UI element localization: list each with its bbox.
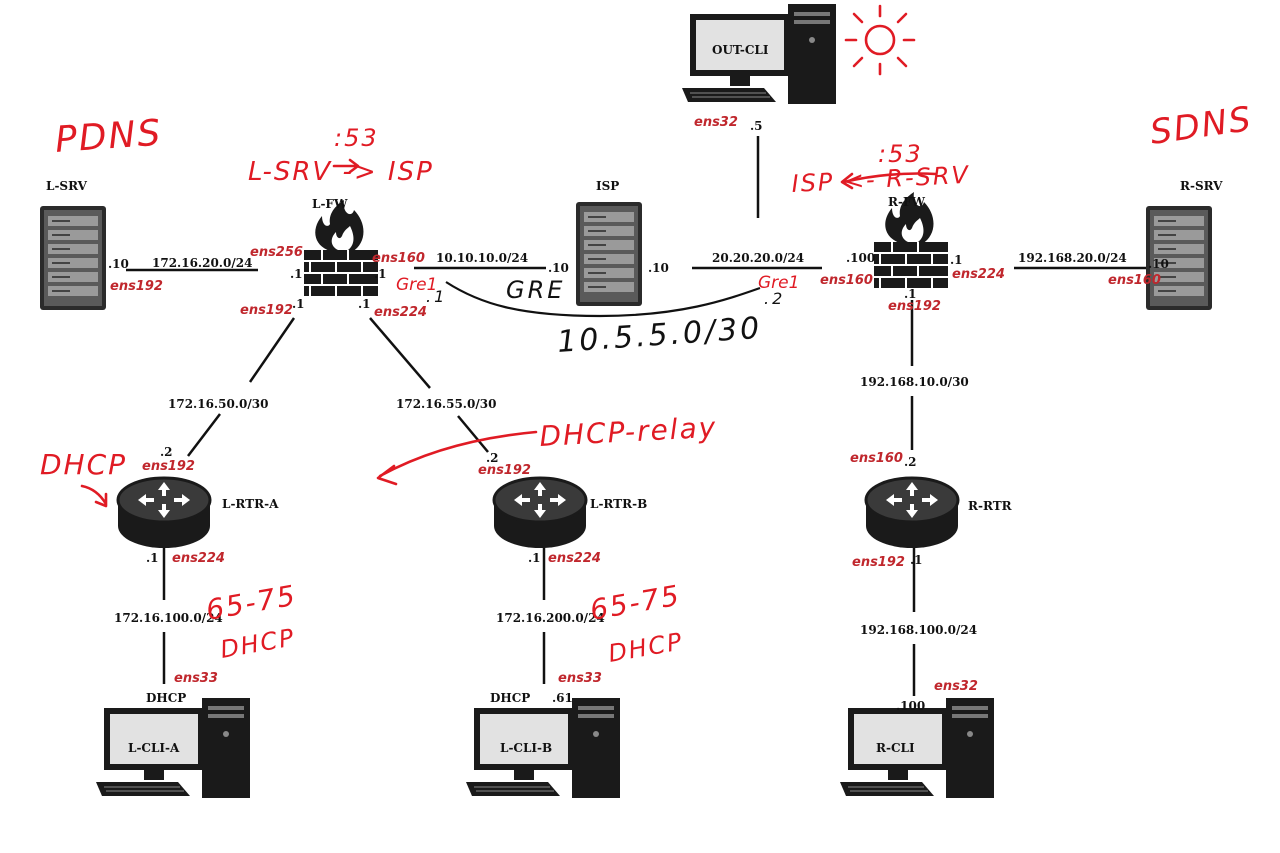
ifc-clia-ens33: ens33 [174,671,218,686]
l-fw-firewall-icon [303,199,379,297]
addr-rfw-right: .1 [950,253,963,267]
net-lfw-isp: 10.10.10.0/24 [436,251,528,265]
arrow-icon [376,430,538,486]
ifc-lfw-ens224: ens224 [374,305,427,320]
ifc-rsrv: ens160 [1108,273,1161,288]
l-rtr-a-router-icon [116,476,212,550]
addr-rcli: .100 [896,699,925,713]
ifc-rtra-ens192: ens192 [142,459,195,474]
net-lfw-rtrb: 172.16.55.0/30 [396,397,496,411]
net-rtra-clia: 172.16.100.0/24 [114,611,223,625]
annotation-port-right: :53 [878,140,923,168]
ifc-rtrb-ens192: ens192 [478,463,531,478]
sun-icon [844,4,916,76]
r-cli-desktop-pc-icon [839,697,995,799]
node-label-isp: ISP [596,179,619,193]
addr-rrtr-bottom: .1 [910,553,923,567]
annotation-range-b-dhcp: DHCP [606,627,685,668]
annotation-range-a-dhcp: DHCP [218,623,297,664]
node-label-out-cli: OUT-CLI [712,43,769,57]
ifc-rrtr-ens192: ens192 [852,555,905,570]
addr-rsrv: .10 [1148,257,1169,271]
gre-tunnel-curve [445,281,761,318]
ifc-rfw-ens224: ens224 [952,267,1005,282]
annotation-gre-left-ip: .1 [426,287,447,306]
node-label-r-cli: R-CLI [876,741,915,755]
ifc-clib-ens33: ens33 [558,671,602,686]
ifc-out-cli: ens32 [694,115,738,130]
addr-rtrb-top: .2 [486,451,499,465]
r-rtr-router-icon [864,476,960,550]
net-rfw-rsrv: 192.168.20.0/24 [1018,251,1127,265]
annotation-port-left: :53 [334,124,379,152]
annotation-dhcp-relay: DHCP-relay [539,411,718,453]
annotation-range-a: 65-75 [203,579,299,627]
annotation-range-b: 65-75 [587,579,683,627]
addr-rtra-top: .2 [160,445,173,459]
ifc-rtra-ens224: ens224 [172,551,225,566]
link-lfw-rtra-2 [187,413,221,457]
addr-lfw-bl: .1 [292,297,305,311]
annotation-r-rule: ISP <- R-SRV [791,161,971,198]
node-label-l-rtr-a: L-RTR-A [222,497,279,511]
addr-rtrb-bottom: .1 [528,551,541,565]
addr-lfw-br: .1 [358,297,371,311]
ifc-rtrb-ens224: ens224 [548,551,601,566]
ifc-rrtr-ens160: ens160 [850,451,903,466]
annotation-gre-right: Gre1 [758,273,799,293]
dhcp-label-l-cli-b: DHCP [490,691,530,705]
addr-lfw-right: .1 [374,267,387,281]
annotation-l-rule: L-SRV -> ISP [248,157,434,187]
node-label-l-cli-a: L-CLI-A [128,741,180,755]
node-label-l-fw: L-FW [312,197,348,211]
node-label-r-srv: R-SRV [1180,179,1223,193]
node-label-l-srv: L-SRV [46,179,88,193]
addr-rtra-bottom: .1 [146,551,159,565]
net-lfw-rtra: 172.16.50.0/30 [168,397,268,411]
node-label-l-cli-b: L-CLI-B [500,741,552,755]
link-lfw-rtrb [369,317,431,389]
link-lfw-rtrb-2 [457,415,489,453]
ifc-lfw-ens160: ens160 [372,251,425,266]
ifc-lfw-ens256: ens256 [250,245,303,260]
arrow-icon [840,172,938,190]
addr-clib: .61 [552,691,573,705]
net-rrtr-rcli: 192.168.100.0/24 [860,623,977,637]
node-label-r-fw: R-FW [888,195,925,209]
l-rtr-b-router-icon [492,476,588,550]
dhcp-label-l-cli-a: DHCP [146,691,186,705]
annotation-sdns: SDNS [1148,99,1255,153]
net-rfw-rrtr: 192.168.10.0/30 [860,375,969,389]
annotation-gre-right-ip: .2 [764,289,785,308]
annotation-gre: GRE [506,276,565,304]
ifc-rfw-ens192: ens192 [888,299,941,314]
addr-rfw-left: .100 [846,251,875,265]
net-rtrb-clib: 172.16.200.0/24 [496,611,605,625]
ifc-lfw-ens192: ens192 [240,303,293,318]
node-label-l-rtr-b: L-RTR-B [590,497,647,511]
addr-rfw-bottom: .1 [904,287,917,301]
addr-lfw-left: .1 [290,267,303,281]
annotation-pdns: PDNS [54,113,164,161]
ifc-rfw-ens160: ens160 [820,273,873,288]
addr-isp-left: .10 [548,261,569,275]
net-lsrv-lfw: 172.16.20.0/24 [152,256,252,270]
isp-server-icon [575,201,643,307]
arrow-icon [80,484,108,508]
net-isp-rfw: 20.20.20.0/24 [712,251,804,265]
arrow-icon [332,158,360,174]
annotation-gre-left: Gre1 [396,275,437,295]
l-srv-server-icon [39,205,107,311]
link-lfw-rtra [248,317,296,383]
ifc-lsrv: ens192 [110,279,163,294]
addr-isp-right: .10 [648,261,669,275]
addr-lsrv: .10 [108,257,129,271]
annotation-dhcp: DHCP [40,448,127,481]
ifc-rcli-ens32: ens32 [934,679,978,694]
addr-out-cli: .5 [750,119,763,133]
annotation-tunnel-net: 10.5.5.0/30 [556,311,763,360]
addr-rrtr-top: .2 [904,455,917,469]
node-label-r-rtr: R-RTR [968,499,1013,513]
